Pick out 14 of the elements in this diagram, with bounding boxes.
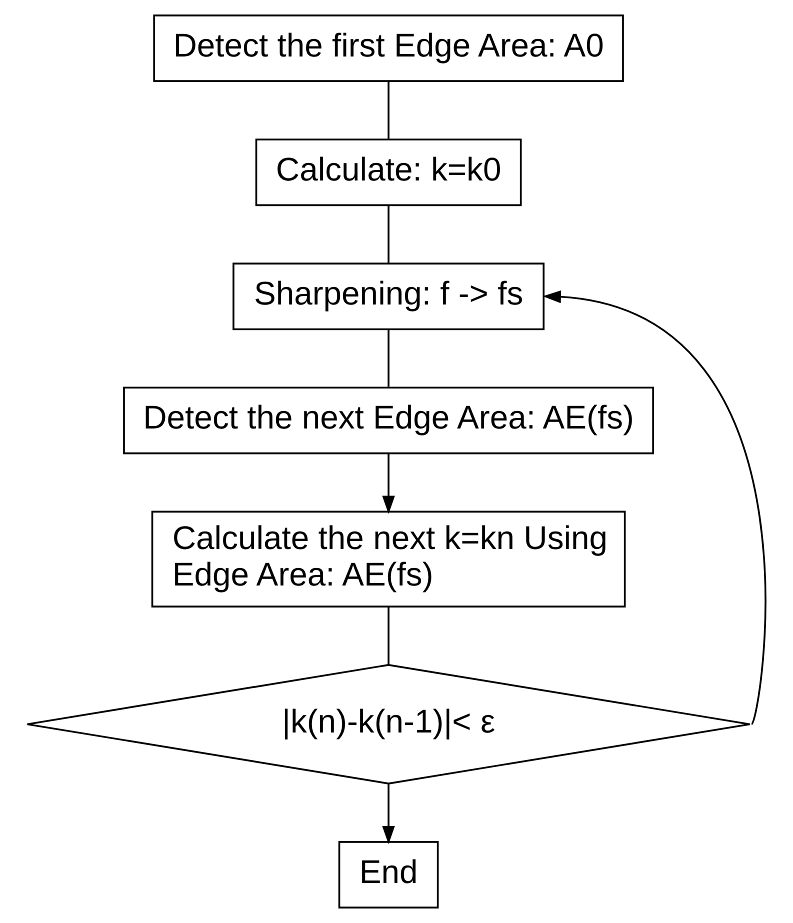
- node-diamond: |k(n)-k(n-1)|< ε: [26, 664, 751, 784]
- node-box: Calculate: k=k0: [255, 138, 522, 206]
- connector: [388, 82, 390, 139]
- arrow: [382, 454, 395, 514]
- node-box: Calculate the next k=kn Using Edge Area: AE(fs): [151, 510, 626, 608]
- node-box: End: [338, 841, 439, 908]
- arrow: [382, 784, 395, 844]
- node-box: Sharpening: f -> fs: [232, 262, 545, 330]
- connector: [388, 606, 390, 665]
- arrow: [542, 290, 766, 725]
- node-box: Detect the next Edge Area: AE(fs): [123, 386, 654, 454]
- connector: [388, 206, 390, 263]
- connector: [388, 330, 390, 387]
- node-box: Detect the first Edge Area: A0: [153, 14, 624, 82]
